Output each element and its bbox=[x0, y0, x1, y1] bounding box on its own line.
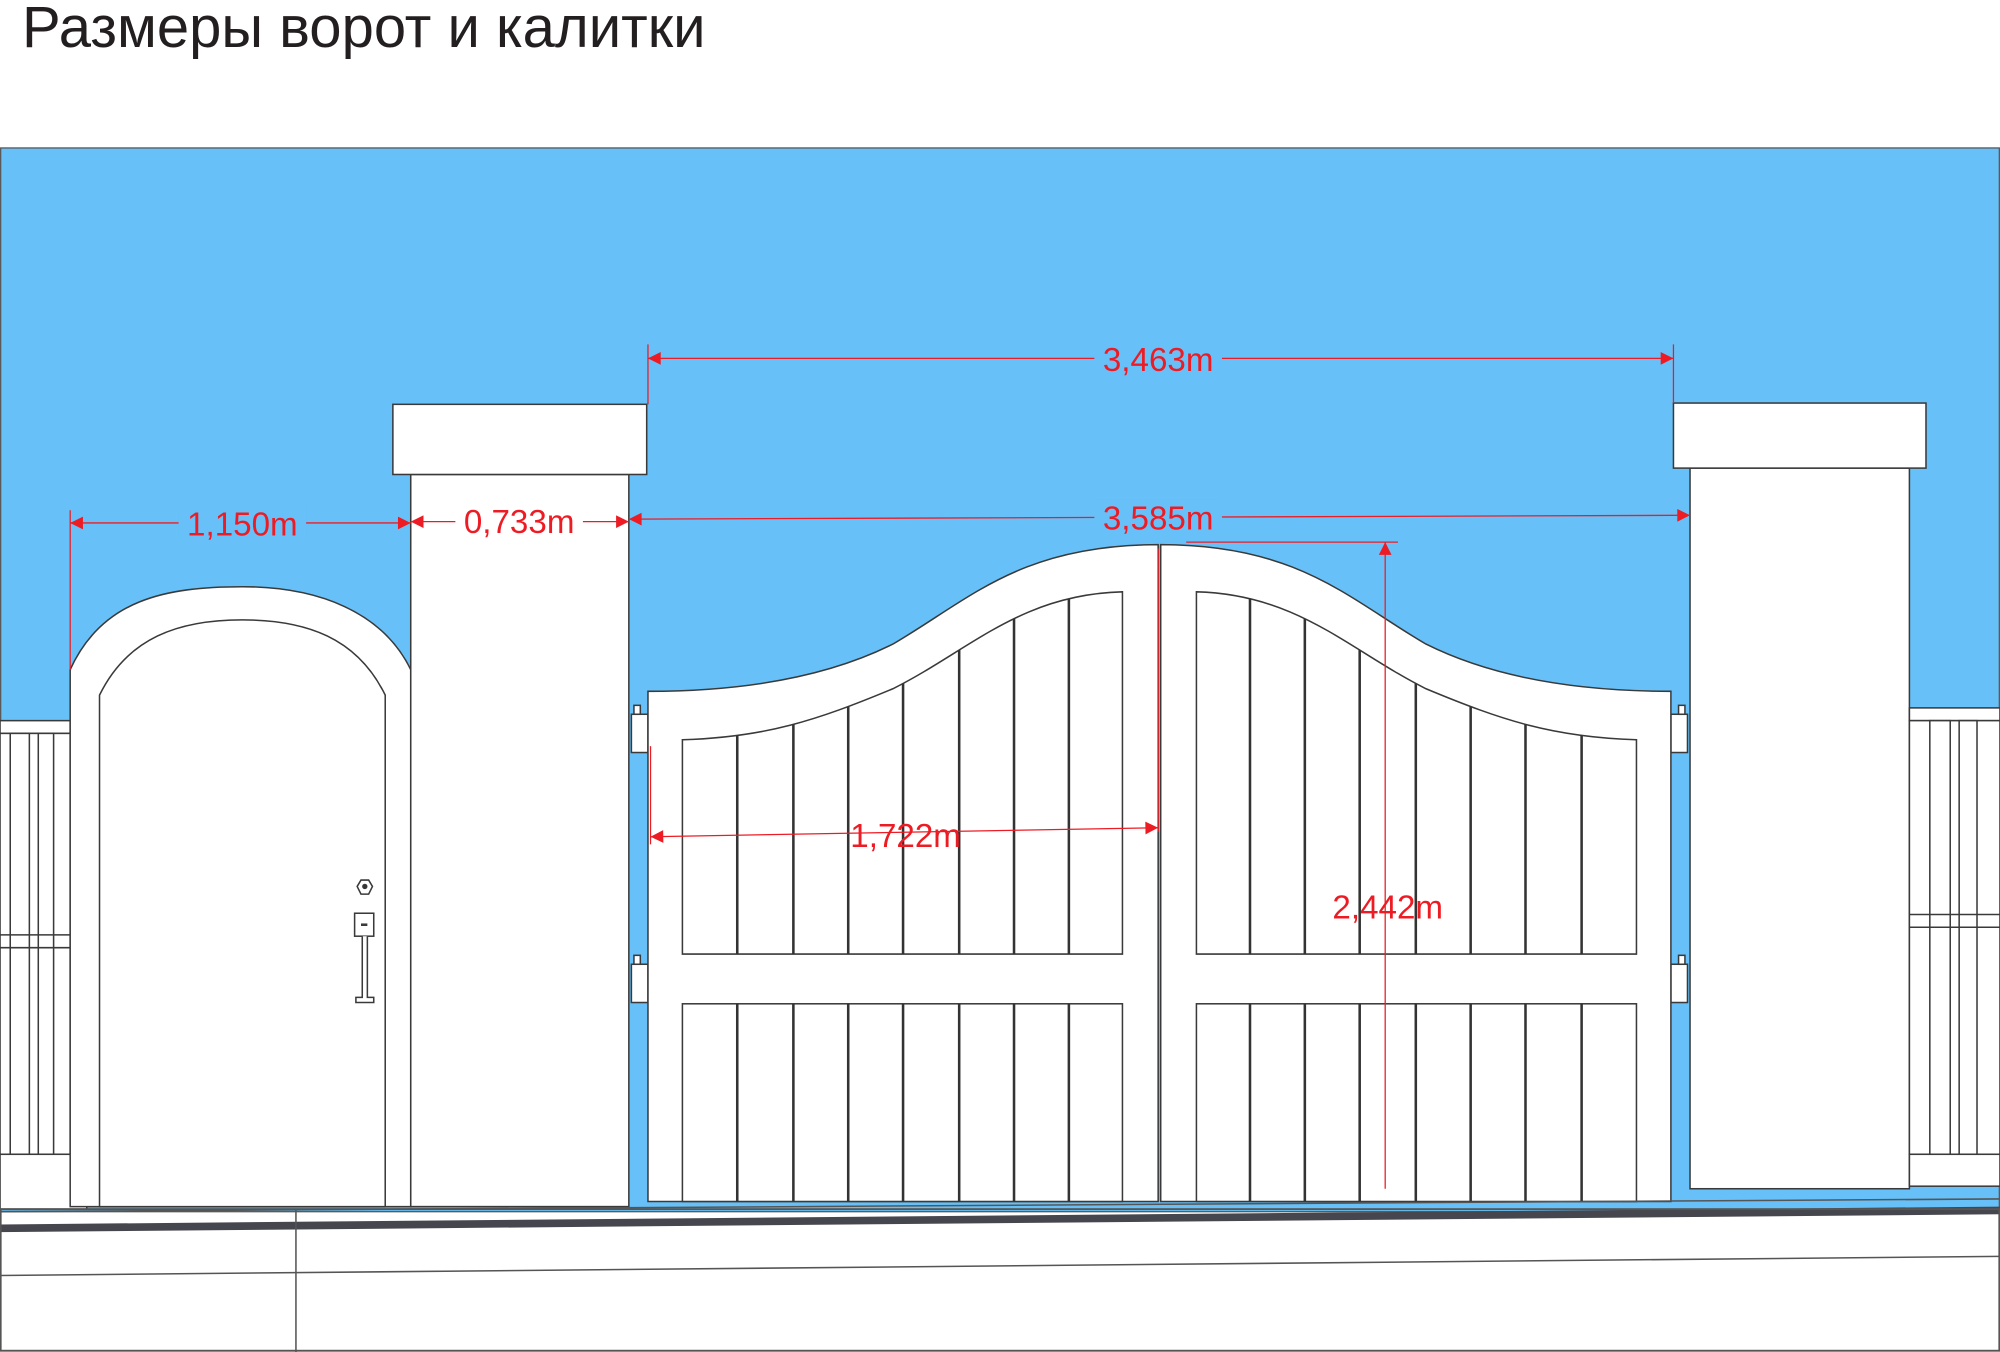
dim-0733: 0,733m bbox=[464, 504, 575, 541]
dim-2442: 2,442m bbox=[1332, 889, 1443, 926]
dim-1150: 1,150m bbox=[187, 507, 298, 544]
wicket-door bbox=[69, 585, 412, 1208]
dim-3585: 3,585m bbox=[1103, 500, 1214, 537]
dimension-labels: 3,463m 1,150m 0,733m 3,585m 1,722m 2,442… bbox=[178, 340, 1443, 926]
dim-3463: 3,463m bbox=[1103, 342, 1214, 379]
right-fence bbox=[1908, 707, 2000, 1187]
dim-1722: 1,722m bbox=[850, 818, 961, 855]
page-title: Размеры ворот и калитки bbox=[22, 0, 706, 60]
ground bbox=[0, 1198, 2000, 1352]
right-pillar bbox=[1672, 402, 1927, 1190]
left-pillar bbox=[392, 403, 648, 1208]
gate-leaf-left bbox=[647, 543, 1159, 1203]
